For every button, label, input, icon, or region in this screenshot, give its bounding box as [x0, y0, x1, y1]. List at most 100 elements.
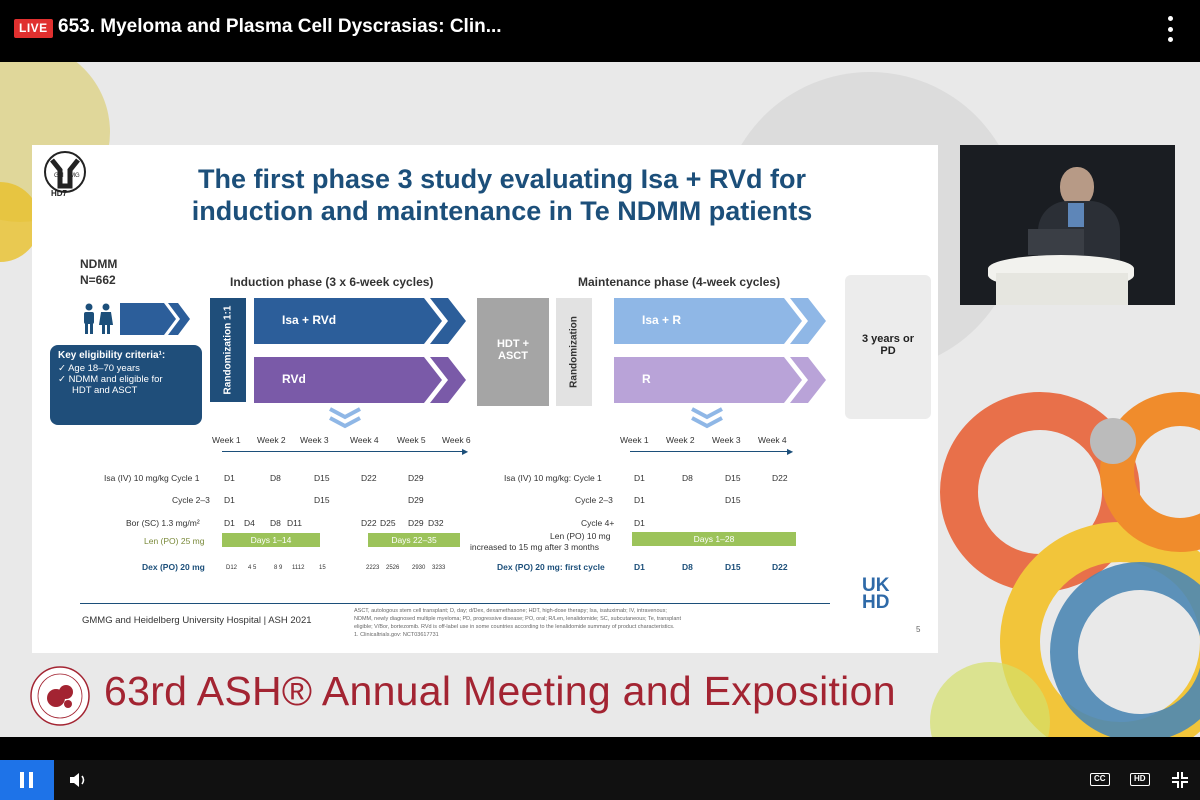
- presentation-slide: GM MG HD7 The first phase 3 study evalua…: [32, 145, 938, 653]
- week-label: Week 2: [666, 435, 695, 445]
- podium: [996, 273, 1128, 305]
- end-box-label: 3 years or PD: [862, 333, 914, 357]
- closed-captions-button[interactable]: CC: [1090, 773, 1110, 786]
- more-options-icon[interactable]: [1166, 16, 1174, 42]
- background-shape: [1090, 418, 1136, 464]
- sample-size: N=662: [80, 273, 116, 287]
- dose-day: D8: [270, 518, 281, 528]
- svg-text:MG: MG: [70, 173, 80, 179]
- chevron-down-icon: [691, 407, 723, 429]
- regimen-row-label: Bor (SC) 1.3 mg/m²: [126, 518, 200, 528]
- footnote-line: NDMM, newly diagnosed multiple myeloma; …: [354, 616, 682, 622]
- chevron-down-icon: [329, 407, 361, 429]
- dose-day: D1: [634, 562, 645, 572]
- dose-day: D29: [408, 518, 424, 528]
- dose-day: 2223: [366, 565, 380, 571]
- dosing-period-bar: Days 1–14: [222, 533, 320, 547]
- speaker-video: [960, 145, 1175, 305]
- slide-title-line: induction and maintenance in Te NDMM pat…: [191, 196, 813, 226]
- eligibility-item: ✓ Age 18–70 years: [58, 363, 140, 374]
- svg-text:GM: GM: [54, 173, 64, 179]
- axis-arrow-icon: ▶: [462, 447, 469, 456]
- dosing-period-bar: Days 22–35: [368, 533, 460, 547]
- maintenance-arm-label: Isa + R: [642, 313, 682, 327]
- dose-day: 15: [319, 565, 326, 571]
- dose-day: D1: [224, 473, 235, 483]
- quality-button[interactable]: HD: [1130, 773, 1150, 786]
- induction-arm-bar: [254, 298, 466, 344]
- video-title: 653. Myeloma and Plasma Cell Dyscrasias:…: [58, 16, 502, 37]
- dose-day: D1: [224, 495, 235, 505]
- regimen-row-label: Len (PO) 10 mg: [550, 531, 611, 541]
- pause-button[interactable]: [0, 760, 54, 800]
- dose-day: D4: [244, 518, 255, 528]
- laptop: [1028, 229, 1084, 255]
- regimen-row-label: Len (PO) 25 mg: [144, 536, 205, 546]
- slide-title: The first phase 3 study evaluating Isa +…: [132, 163, 872, 227]
- dose-day: D1: [634, 518, 645, 528]
- regimen-row-label: Isa (IV) 10 mg/kg Cycle 1: [104, 473, 200, 483]
- footnote-line: 1. Clinicaltrials.gov: NCT03617731: [354, 632, 439, 638]
- randomization-box: Randomization: [556, 298, 592, 406]
- patients-icon: [84, 303, 113, 334]
- logo-caption: HD7: [51, 189, 68, 198]
- randomization-label: Randomization 1:1: [222, 305, 234, 395]
- regimen-row-label: Cycle 2–3: [575, 495, 613, 505]
- induction-timeline-axis: [222, 451, 466, 452]
- week-label: Week 3: [712, 435, 741, 445]
- dose-day: D29: [408, 495, 424, 505]
- dose-day: D8: [682, 562, 693, 572]
- dose-day: D15: [725, 473, 741, 483]
- maintenance-arm-bar: [614, 357, 826, 403]
- dose-day: D22: [772, 473, 788, 483]
- maintenance-arm-bar: [614, 298, 826, 344]
- arrow-icon: [120, 303, 190, 335]
- week-label: Week 1: [620, 435, 649, 445]
- dose-day: 4 5: [248, 565, 257, 571]
- ndmm-label: NDMM: [80, 257, 118, 271]
- slide-title-line: The first phase 3 study evaluating Isa +…: [198, 164, 806, 194]
- week-label: Week 4: [758, 435, 787, 445]
- dose-day: D15: [725, 495, 741, 505]
- dose-day: 8 9: [274, 565, 283, 571]
- week-label: Week 6: [442, 435, 471, 445]
- dose-day: D29: [408, 473, 424, 483]
- ukhd-logo: UK HD: [862, 575, 902, 612]
- eligibility-box: Key eligibility criteria¹: ✓ Age 18–70 y…: [50, 345, 202, 425]
- hdt-asct-label: HDT + ASCT: [496, 338, 530, 362]
- dose-day: D8: [682, 473, 693, 483]
- ash-logo: [30, 666, 90, 726]
- dose-day: D32: [428, 518, 444, 528]
- live-badge: LIVE: [14, 19, 53, 38]
- dose-day: D22: [361, 473, 377, 483]
- dose-day: D22: [772, 562, 788, 572]
- regimen-row-label: Dex (PO) 20 mg: [142, 562, 205, 572]
- footnote-line: ASCT, autologous stem cell transplant; D…: [354, 608, 667, 614]
- dose-day: D15: [314, 495, 330, 505]
- week-label: Week 1: [212, 435, 241, 445]
- dose-day: D1: [224, 518, 235, 528]
- dose-day: D25: [380, 518, 396, 528]
- dose-day: D12: [226, 565, 238, 571]
- dose-day: 1112: [292, 565, 305, 571]
- volume-icon[interactable]: [68, 771, 88, 789]
- maintenance-header: Maintenance phase (4-week cycles): [578, 275, 781, 289]
- player-controls: CC HD: [0, 760, 1200, 800]
- page-number: 5: [916, 625, 921, 634]
- maintenance-arm-label: R: [642, 372, 651, 386]
- dose-day: 2526: [386, 565, 400, 571]
- randomization-box: Randomization 1:1: [210, 298, 246, 402]
- player-top-bar: LIVE 653. Myeloma and Plasma Cell Dyscra…: [0, 0, 1200, 60]
- eligibility-item: ✓ NDMM and eligible for: [58, 374, 163, 385]
- dose-day: D15: [725, 562, 741, 572]
- ukhd-logo-line: UK: [862, 575, 890, 596]
- footnotes: ASCT, autologous stem cell transplant; D…: [354, 607, 809, 639]
- randomization-label: Randomization: [568, 316, 580, 388]
- speaker-head: [1060, 167, 1094, 207]
- exit-fullscreen-icon[interactable]: [1170, 770, 1190, 790]
- dose-day: D22: [361, 518, 377, 528]
- end-box: 3 years or PD: [845, 275, 931, 419]
- axis-arrow-icon: ▶: [787, 447, 794, 456]
- induction-arm-bar: [254, 357, 466, 403]
